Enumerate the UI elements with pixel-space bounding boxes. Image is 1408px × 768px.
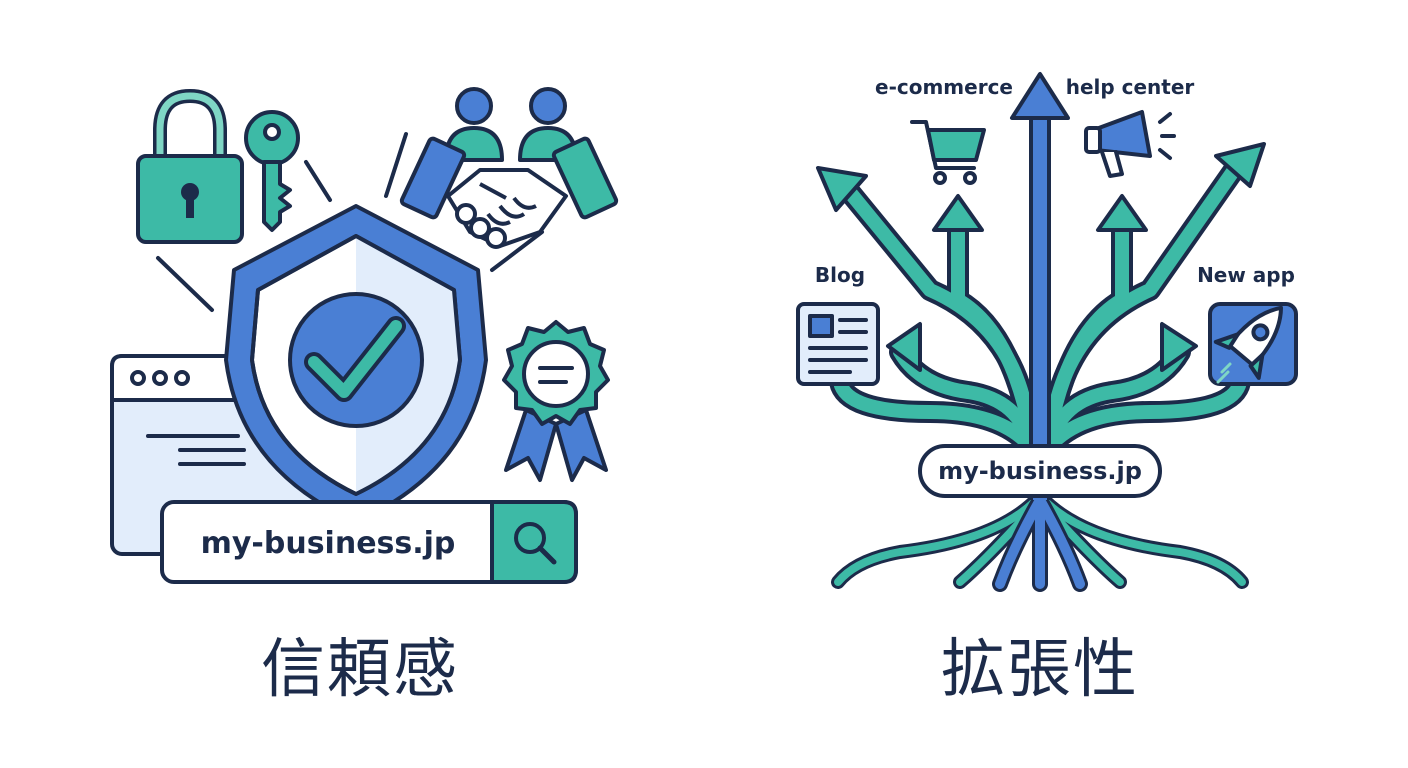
tree-roots <box>831 488 1249 592</box>
trust-illustration: my-business.jp <box>110 87 619 584</box>
rocket-app-icon <box>1208 302 1298 386</box>
shopping-cart-icon <box>910 120 986 185</box>
label-help-center: help center <box>1066 75 1195 99</box>
tree-domain-text: my-business.jp <box>938 457 1142 485</box>
padlock-icon <box>136 89 244 244</box>
megaphone-icon <box>1084 110 1176 178</box>
scalability-caption: 拡張性 <box>941 633 1139 707</box>
label-blog: Blog <box>815 263 865 287</box>
people-icon <box>444 87 578 162</box>
trust-caption: 信頼感 <box>261 633 459 707</box>
domain-search-bar: my-business.jp <box>160 500 578 584</box>
arrow-heads <box>816 142 1266 372</box>
search-domain-text: my-business.jp <box>201 526 456 561</box>
blog-document-icon <box>796 302 880 386</box>
key-icon <box>244 110 300 232</box>
shield-icon <box>224 204 488 524</box>
handshake-icon <box>399 136 619 249</box>
scalability-illustration: e-commerce help center Blog New app my-b… <box>796 72 1298 592</box>
domain-pill: my-business.jp <box>918 444 1162 498</box>
award-badge-icon <box>502 320 610 482</box>
label-ecommerce: e-commerce <box>875 75 1013 99</box>
trunk-arrow <box>1010 72 1070 500</box>
accent-lines <box>156 132 544 312</box>
tree-branches <box>829 159 1251 457</box>
label-new-app: New app <box>1197 263 1295 287</box>
search-icon <box>514 522 557 565</box>
